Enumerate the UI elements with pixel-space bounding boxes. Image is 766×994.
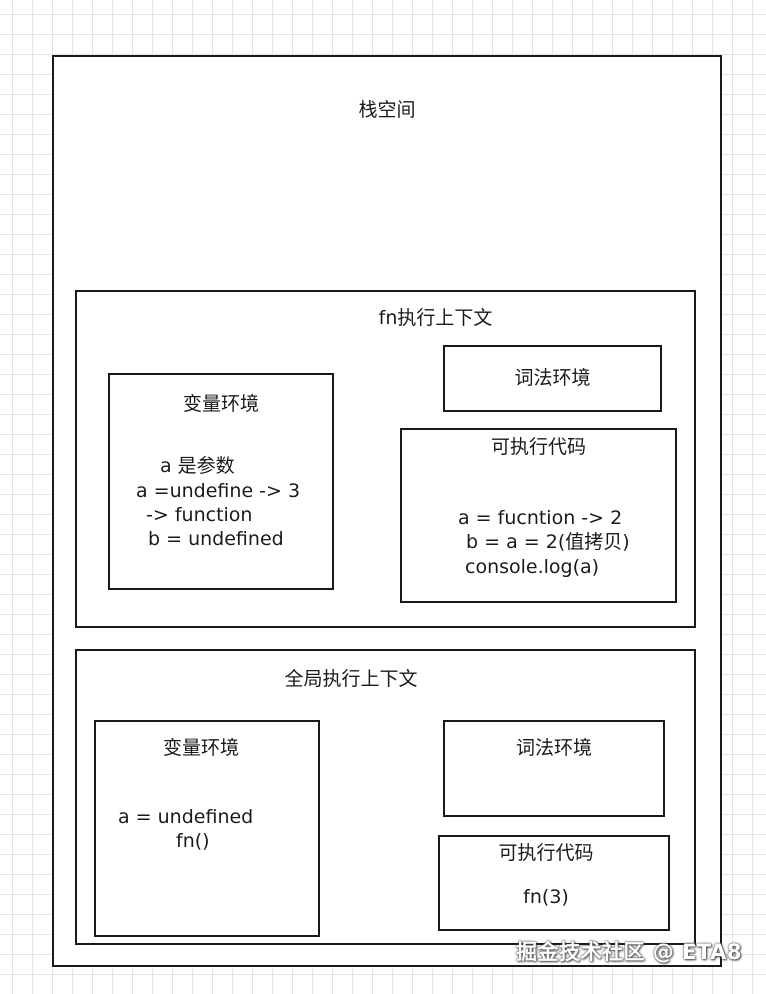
global-executable-code-title: 可执行代码 (498, 842, 594, 864)
fn-variable-env-line: b = undefined (142, 528, 284, 550)
fn-context-title: fn执行上下文 (378, 307, 493, 329)
fn-variable-env-line: a =undefine -> 3 (136, 480, 301, 502)
global-variable-env-title: 变量环境 (162, 737, 239, 759)
global-variable-env-line: fn() (176, 830, 210, 852)
fn-lexical-env-box (443, 345, 662, 412)
fn-executable-code-line: b = a = 2(值拷贝) (460, 531, 630, 553)
fn-executable-code-line: a = fucntion -> 2 (458, 507, 623, 529)
global-variable-env-line: a = undefined (118, 806, 254, 828)
fn-variable-env-box (108, 373, 334, 590)
fn-lexical-env-title: 词法环境 (514, 367, 591, 389)
fn-executable-code-box (400, 428, 677, 603)
fn-variable-env-line: a 是参数 (160, 455, 235, 477)
fn-variable-env-title: 变量环境 (182, 393, 259, 415)
fn-executable-code-line: console.log(a) (465, 556, 600, 578)
global-variable-env-box (94, 720, 320, 937)
watermark: 掘金技术社区 @ ETA8 (515, 940, 742, 964)
global-executable-code-line: fn(3) (523, 886, 569, 908)
global-lexical-env-title: 词法环境 (515, 737, 592, 759)
fn-executable-code-title: 可执行代码 (490, 436, 586, 458)
fn-variable-env-line: -> function (140, 504, 253, 526)
global-executable-code-box (438, 835, 670, 931)
stack-space-title: 栈空间 (358, 99, 416, 121)
global-lexical-env-box (443, 720, 665, 817)
global-context-title: 全局执行上下文 (284, 668, 418, 690)
